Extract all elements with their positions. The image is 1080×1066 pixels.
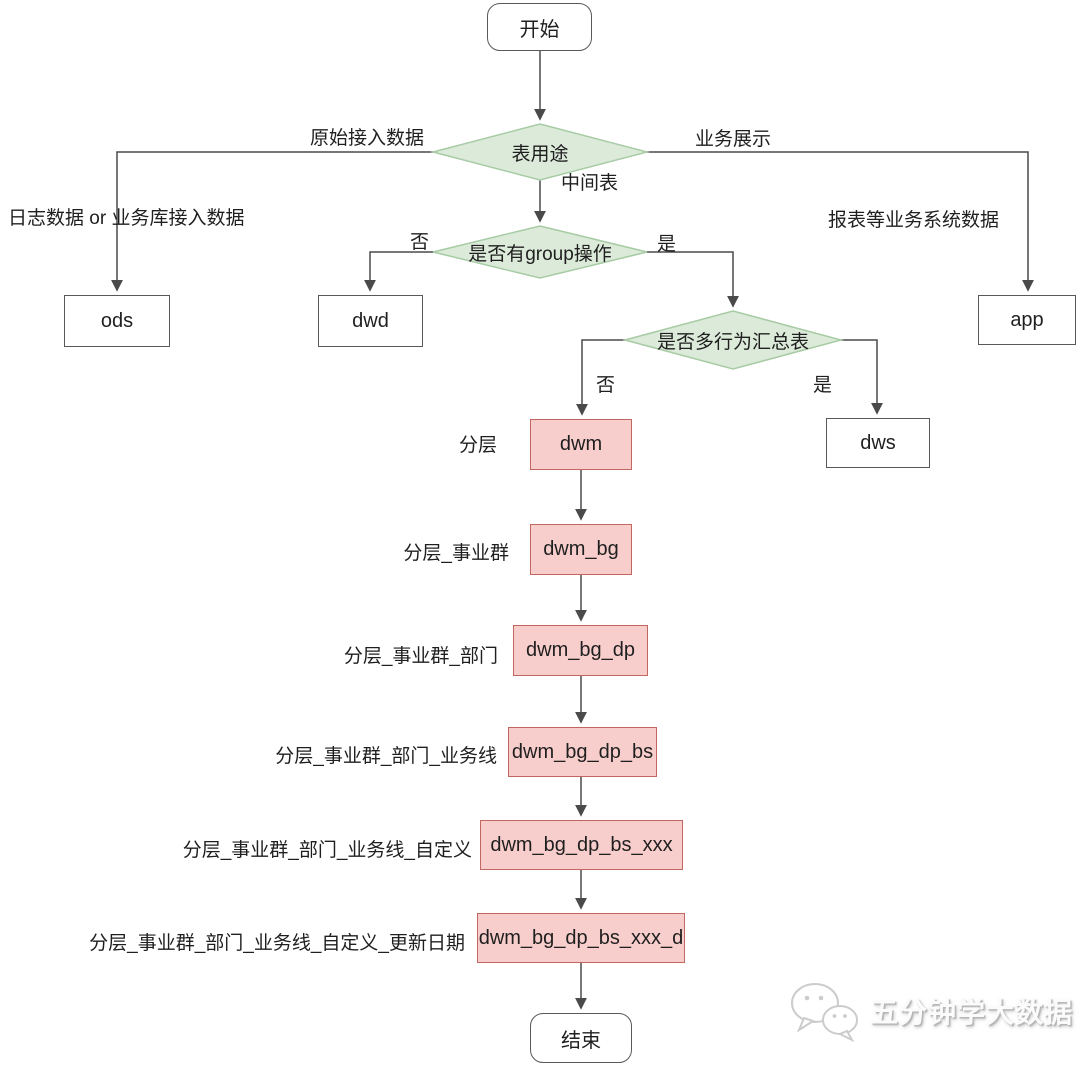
node-start: 开始 [487,3,592,51]
node-dwm-bg-dp: dwm_bg_dp [513,625,648,676]
decision-table-use-label: 表用途 [511,143,569,165]
annotation-layer: 分层 [458,435,497,456]
node-app: app [978,295,1076,345]
decision-table-use-shape [430,123,650,181]
edge-table-use-to-app [647,151,1034,292]
edge-label-multi-yes: 是 [813,375,833,396]
node-dwm-bg: dwm_bg [530,524,632,575]
annotation-report-systems: 报表等业务系统数据 [828,210,1000,231]
annotation-layer-bg-dp-bs-xxx: 分层_事业群_部门_业务线_自定义 [182,840,472,861]
decision-group-shape [432,225,648,279]
edge-label-middle-table: 中间表 [561,173,619,194]
annotation-layer-bg-dp: 分层_事业群_部门 [343,646,498,667]
edge-table-use-to-ods [111,151,433,292]
annotation-layer-bg-dp-bs-xxx-d: 分层_事业群_部门_业务线_自定义_更新日期 [89,933,465,954]
node-dws: dws [826,418,930,468]
edge-group-to-dwd [364,251,433,292]
node-ods: ods [64,295,170,347]
annotation-layer-bg-dp-bs: 分层_事业群_部门_业务线 [275,746,497,767]
edge-label-raw-ingest: 原始接入数据 [310,128,425,149]
edge-label-multi-no: 否 [596,375,616,396]
edge-group-to-multi [647,251,739,308]
watermark: 五分钟学大数据 [788,980,1073,1042]
annotation-layer-bg: 分层_事业群 [403,543,509,564]
decision-multi-row-label: 是否多行为汇总表 [656,331,809,353]
annotation-log-or-business: 日志数据 or 业务库接入数据 [8,208,245,229]
watermark-text: 五分钟学大数据 [870,997,1074,1028]
node-dwm-bg-dp-bs-xxx-d: dwm_bg_dp_bs_xxx_d [477,913,685,963]
node-dwm: dwm [530,419,632,470]
node-dwm-bg-dp-bs-xxx: dwm_bg_dp_bs_xxx [480,820,683,870]
edge-label-group-no: 否 [410,232,430,253]
node-end: 结束 [530,1013,632,1063]
edge-multi-to-dwm [576,339,625,416]
node-dwd: dwd [318,295,423,347]
edge-label-business-display: 业务展示 [695,129,772,150]
decision-multi-row-shape [622,310,844,370]
edge-multi-to-dws [841,339,883,415]
wechat-icon [788,980,862,1042]
decision-group-label: 是否有group操作 [468,243,612,265]
edge-label-group-yes: 是 [657,234,677,255]
node-dwm-bg-dp-bs: dwm_bg_dp_bs [508,727,657,777]
